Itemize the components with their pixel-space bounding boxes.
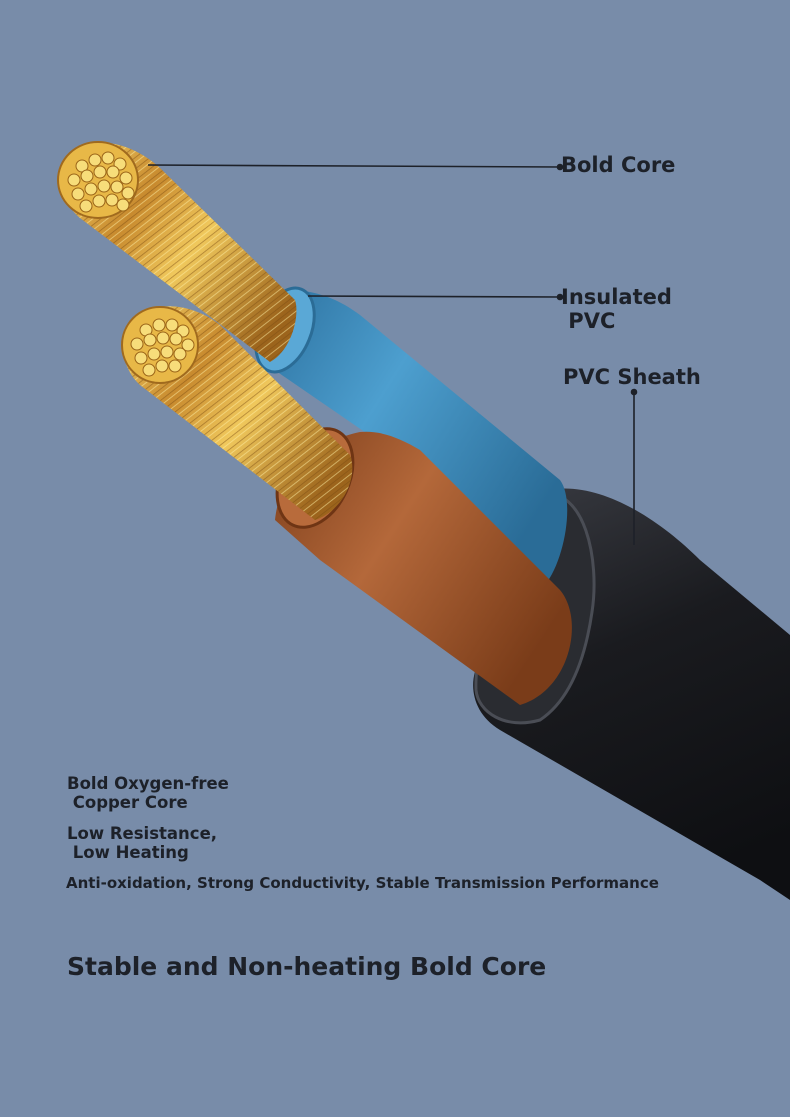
feature-performance: Anti-oxidation, Strong Conductivity, Sta… xyxy=(66,874,659,892)
feature-low-resistance: Low Resistance, Low Heating xyxy=(67,824,218,862)
lower-copper-core xyxy=(121,306,353,520)
callout-bold-core: Bold Core xyxy=(561,153,676,177)
callout-lines xyxy=(147,163,638,545)
callout-pvc-sheath: PVC Sheath xyxy=(563,365,701,389)
callout-insulated-pvc: Insulated PVC xyxy=(561,285,672,333)
feature-copper-core: Bold Oxygen-free Copper Core xyxy=(67,774,229,812)
headline: Stable and Non-heating Bold Core xyxy=(67,952,547,981)
upper-copper-core xyxy=(57,141,297,362)
